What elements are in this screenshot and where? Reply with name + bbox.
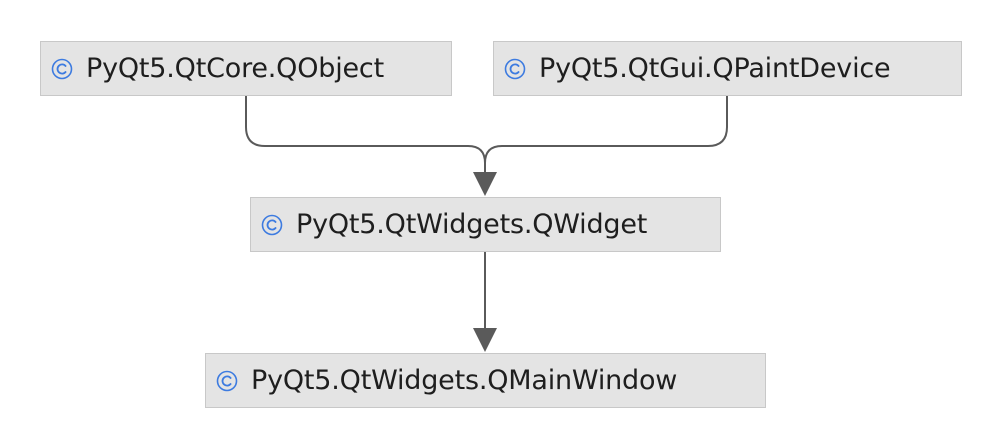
class-node-qmainwindow[interactable]: PyQt5.QtWidgets.QMainWindow	[205, 353, 766, 408]
class-label: PyQt5.QtGui.QPaintDevice	[539, 53, 891, 84]
class-node-qpaintdevice[interactable]: PyQt5.QtGui.QPaintDevice	[493, 41, 962, 96]
class-node-qwidget[interactable]: PyQt5.QtWidgets.QWidget	[250, 197, 721, 252]
class-label: PyQt5.QtWidgets.QWidget	[296, 209, 648, 240]
class-icon	[504, 58, 526, 79]
class-label: PyQt5.QtCore.QObject	[86, 53, 384, 84]
arrowhead-qmainwindow	[473, 328, 497, 352]
class-label: PyQt5.QtWidgets.QMainWindow	[251, 365, 678, 396]
class-icon	[216, 370, 238, 391]
edge-qpaintdevice-to-qwidget	[484, 96, 728, 164]
arrowhead-qwidget	[473, 172, 497, 196]
class-icon	[261, 214, 283, 235]
class-icon	[51, 58, 73, 79]
class-node-qobject[interactable]: PyQt5.QtCore.QObject	[40, 41, 452, 96]
edge-qobject-to-qwidget	[245, 96, 486, 172]
